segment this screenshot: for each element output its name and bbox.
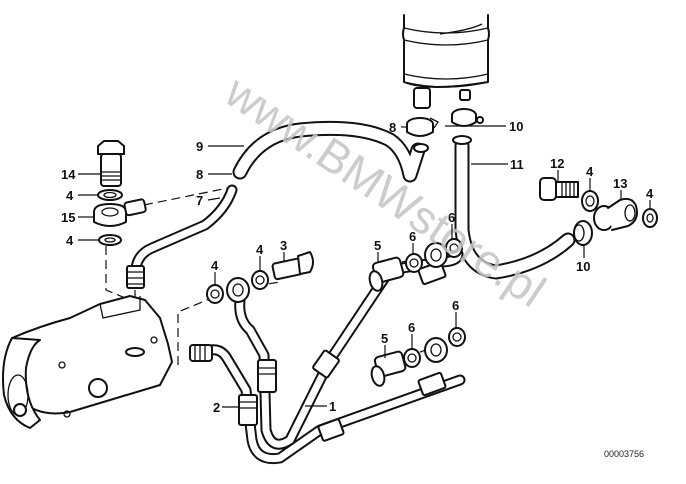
- diagram-reference-number: 00003756: [604, 449, 644, 459]
- callout-6[interactable]: 6: [408, 320, 415, 335]
- hollow-bolt-12[interactable]: [539, 177, 579, 201]
- callout-7[interactable]: 7: [196, 193, 203, 208]
- seal-ring-4-left-lower[interactable]: [98, 234, 122, 246]
- seal-ring-4-right-b[interactable]: [642, 208, 658, 228]
- callout-9[interactable]: 9: [196, 139, 203, 154]
- callout-4[interactable]: 4: [66, 188, 74, 203]
- seal-ring-6-lower-b[interactable]: [448, 327, 466, 347]
- hose-clamp-10-lower[interactable]: [573, 220, 593, 246]
- callout-5[interactable]: 5: [381, 331, 388, 346]
- hose-clamp-10-upper[interactable]: [451, 108, 484, 127]
- seal-ring-4-mid-b[interactable]: [251, 270, 269, 290]
- callout-15[interactable]: 15: [61, 210, 75, 225]
- callout-8[interactable]: 8: [196, 167, 203, 182]
- callout-10[interactable]: 10: [576, 259, 590, 274]
- callout-4[interactable]: 4: [586, 164, 594, 179]
- banjo-eye-lower-right[interactable]: [424, 337, 448, 363]
- callout-5[interactable]: 5: [374, 238, 381, 253]
- oil-reservoir[interactable]: [402, 14, 490, 109]
- callout-6[interactable]: 6: [448, 210, 455, 225]
- pressure-hose[interactable]: [189, 248, 466, 465]
- hollow-bolt-5-lower[interactable]: [370, 350, 407, 387]
- seal-ring-6-upper-a[interactable]: [405, 253, 423, 273]
- banjo-fitting-15[interactable]: [93, 198, 147, 227]
- seal-ring-4-right-a[interactable]: [581, 190, 599, 212]
- banjo-eye-mid[interactable]: [226, 277, 250, 303]
- seal-ring-4-mid-a[interactable]: [206, 284, 224, 304]
- callout-6[interactable]: 6: [452, 298, 459, 313]
- seal-ring-6-upper-b[interactable]: [445, 238, 463, 258]
- banjo-eye-upper-right[interactable]: [424, 242, 448, 268]
- callout-4[interactable]: 4: [211, 258, 219, 273]
- suction-hose[interactable]: [232, 120, 429, 183]
- hose-clamp-8-upper[interactable]: [406, 117, 439, 137]
- suction-pipe[interactable]: [126, 184, 238, 289]
- callout-1[interactable]: 1: [329, 399, 336, 414]
- callout-10[interactable]: 10: [509, 119, 523, 134]
- seal-ring-4-left-upper[interactable]: [97, 189, 123, 201]
- leader-lines: [78, 125, 651, 408]
- return-hose[interactable]: [452, 135, 576, 280]
- power-steering-pump[interactable]: [2, 295, 173, 429]
- callout-2[interactable]: 2: [213, 400, 220, 415]
- callout-8[interactable]: 8: [389, 120, 396, 135]
- callout-13[interactable]: 13: [613, 176, 627, 191]
- banjo-fitting-13[interactable]: [593, 197, 638, 231]
- hollow-bolt-3[interactable]: [271, 251, 314, 281]
- callout-6[interactable]: 6: [409, 229, 416, 244]
- union-nut-fitting-2[interactable]: [238, 359, 277, 426]
- callout-4[interactable]: 4: [256, 242, 264, 257]
- callout-4[interactable]: 4: [646, 186, 654, 201]
- callout-11[interactable]: 11: [510, 157, 524, 172]
- callout-3[interactable]: 3: [280, 238, 287, 253]
- hose-crimp-sleeves: [312, 260, 447, 442]
- callout-4[interactable]: 4: [66, 233, 74, 248]
- hollow-bolt-5-upper[interactable]: [368, 256, 405, 292]
- seal-ring-6-lower-a[interactable]: [403, 348, 421, 368]
- callout-labels: 9 8 7 14 4 15 4 8 10 11 12 4 13 4 10 3 4…: [61, 119, 654, 415]
- callout-14[interactable]: 14: [61, 167, 76, 182]
- hollow-bolt-14[interactable]: [97, 140, 125, 187]
- callout-12[interactable]: 12: [550, 156, 564, 171]
